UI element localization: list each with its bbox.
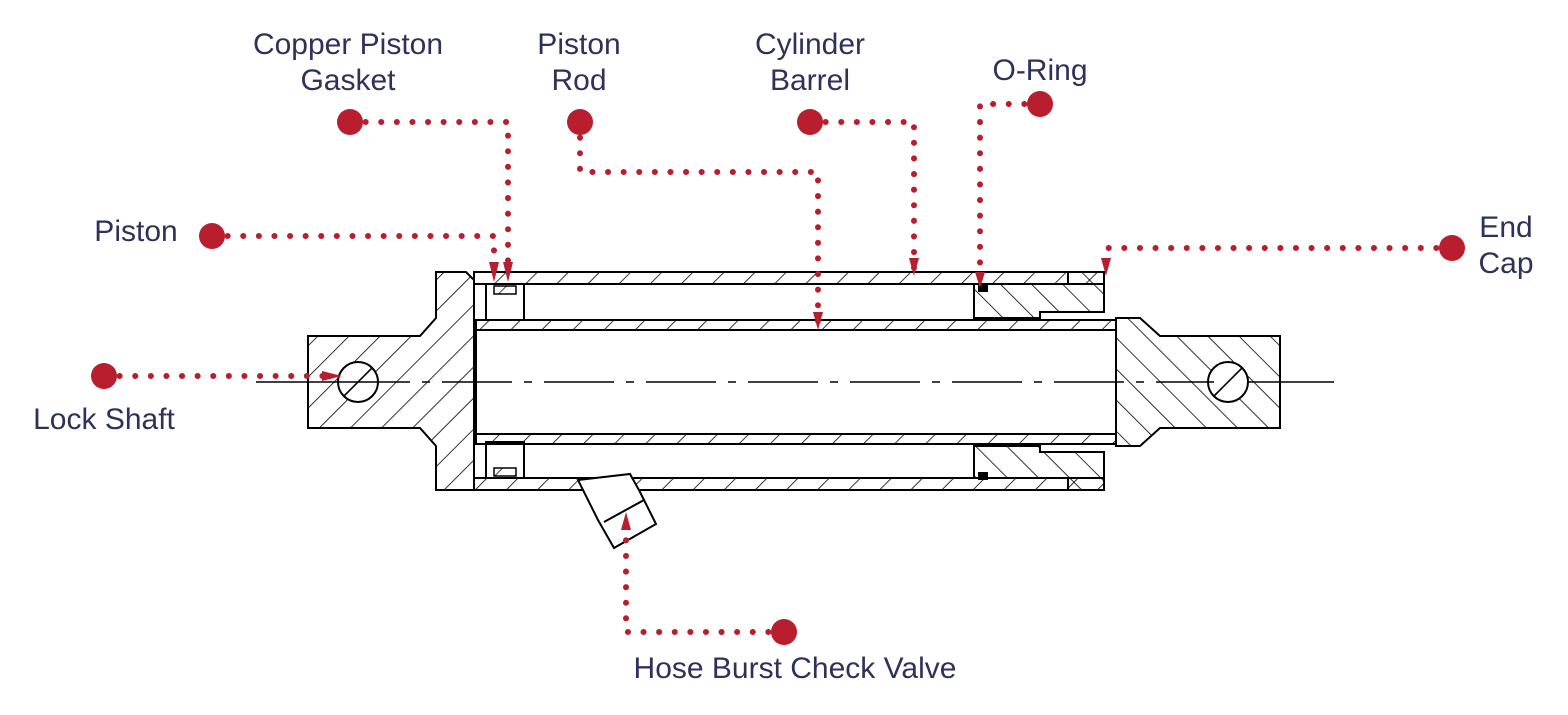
- label-piston-rod-line1: Piston: [537, 28, 621, 61]
- label-end-cap: End Cap: [1478, 210, 1533, 282]
- oring-top: [978, 284, 988, 292]
- label-cylinder-barrel-line2: Barrel: [769, 64, 851, 97]
- dot-end-cap: [1439, 235, 1465, 261]
- leader-tips: [322, 258, 1111, 530]
- label-copper-piston-gasket: Copper Piston Gasket: [253, 27, 443, 99]
- gasket-bottom: [493, 467, 517, 477]
- rod-bottom-wall: [475, 433, 1117, 445]
- end-cap-bottom: [973, 445, 1105, 491]
- label-copper-piston-gasket-line2: Gasket: [300, 64, 396, 97]
- leader-cylinder-barrel: [807, 119, 917, 271]
- dot-piston-rod: [567, 109, 593, 135]
- leader-dots: [91, 91, 1465, 645]
- end-cap-top: [973, 271, 1105, 319]
- leader-copper-piston-gasket: [347, 119, 511, 275]
- oring-bottom: [978, 472, 988, 480]
- label-o-ring-text: O-Ring: [992, 54, 1088, 87]
- leader-hose-burst-check-valve: [623, 515, 787, 635]
- label-piston-rod: Piston Rod: [537, 27, 620, 99]
- check-valve-body: [576, 472, 658, 550]
- barrel-top-wall: [473, 271, 1105, 285]
- label-o-ring: O-Ring: [992, 53, 1087, 89]
- label-piston: Piston: [94, 214, 177, 250]
- label-hose-burst-check-valve-text: Hose Burst Check Valve: [633, 652, 957, 685]
- label-cylinder-barrel: Cylinder Barrel: [755, 27, 865, 99]
- label-lock-shaft-text: Lock Shaft: [33, 403, 175, 436]
- leader-piston-rod: [577, 119, 821, 325]
- leader-piston: [209, 233, 497, 275]
- label-piston-text: Piston: [94, 215, 178, 248]
- leader-o-ring: [977, 101, 1043, 285]
- dot-hose-burst-check-valve: [771, 619, 797, 645]
- rod-top-wall: [475, 319, 1117, 331]
- left-clevis: [307, 271, 475, 491]
- label-lock-shaft: Lock Shaft: [33, 402, 175, 438]
- dot-lock-shaft: [91, 363, 117, 389]
- label-hose-burst-check-valve: Hose Burst Check Valve: [634, 651, 957, 687]
- label-piston-rod-line2: Rod: [551, 64, 607, 97]
- dot-cylinder-barrel: [797, 109, 823, 135]
- dot-piston: [199, 223, 225, 249]
- barrel-bottom-wall: [473, 477, 1105, 491]
- label-cylinder-barrel-line1: Cylinder: [754, 28, 866, 61]
- dot-o-ring: [1027, 91, 1053, 117]
- label-end-cap-line1: End: [1479, 211, 1533, 244]
- gasket-top: [493, 285, 517, 295]
- leader-end-cap: [1103, 245, 1455, 271]
- label-copper-piston-gasket-line1: Copper Piston: [252, 28, 444, 61]
- label-end-cap-line2: Cap: [1478, 247, 1534, 280]
- dot-copper-piston-gasket: [337, 109, 363, 135]
